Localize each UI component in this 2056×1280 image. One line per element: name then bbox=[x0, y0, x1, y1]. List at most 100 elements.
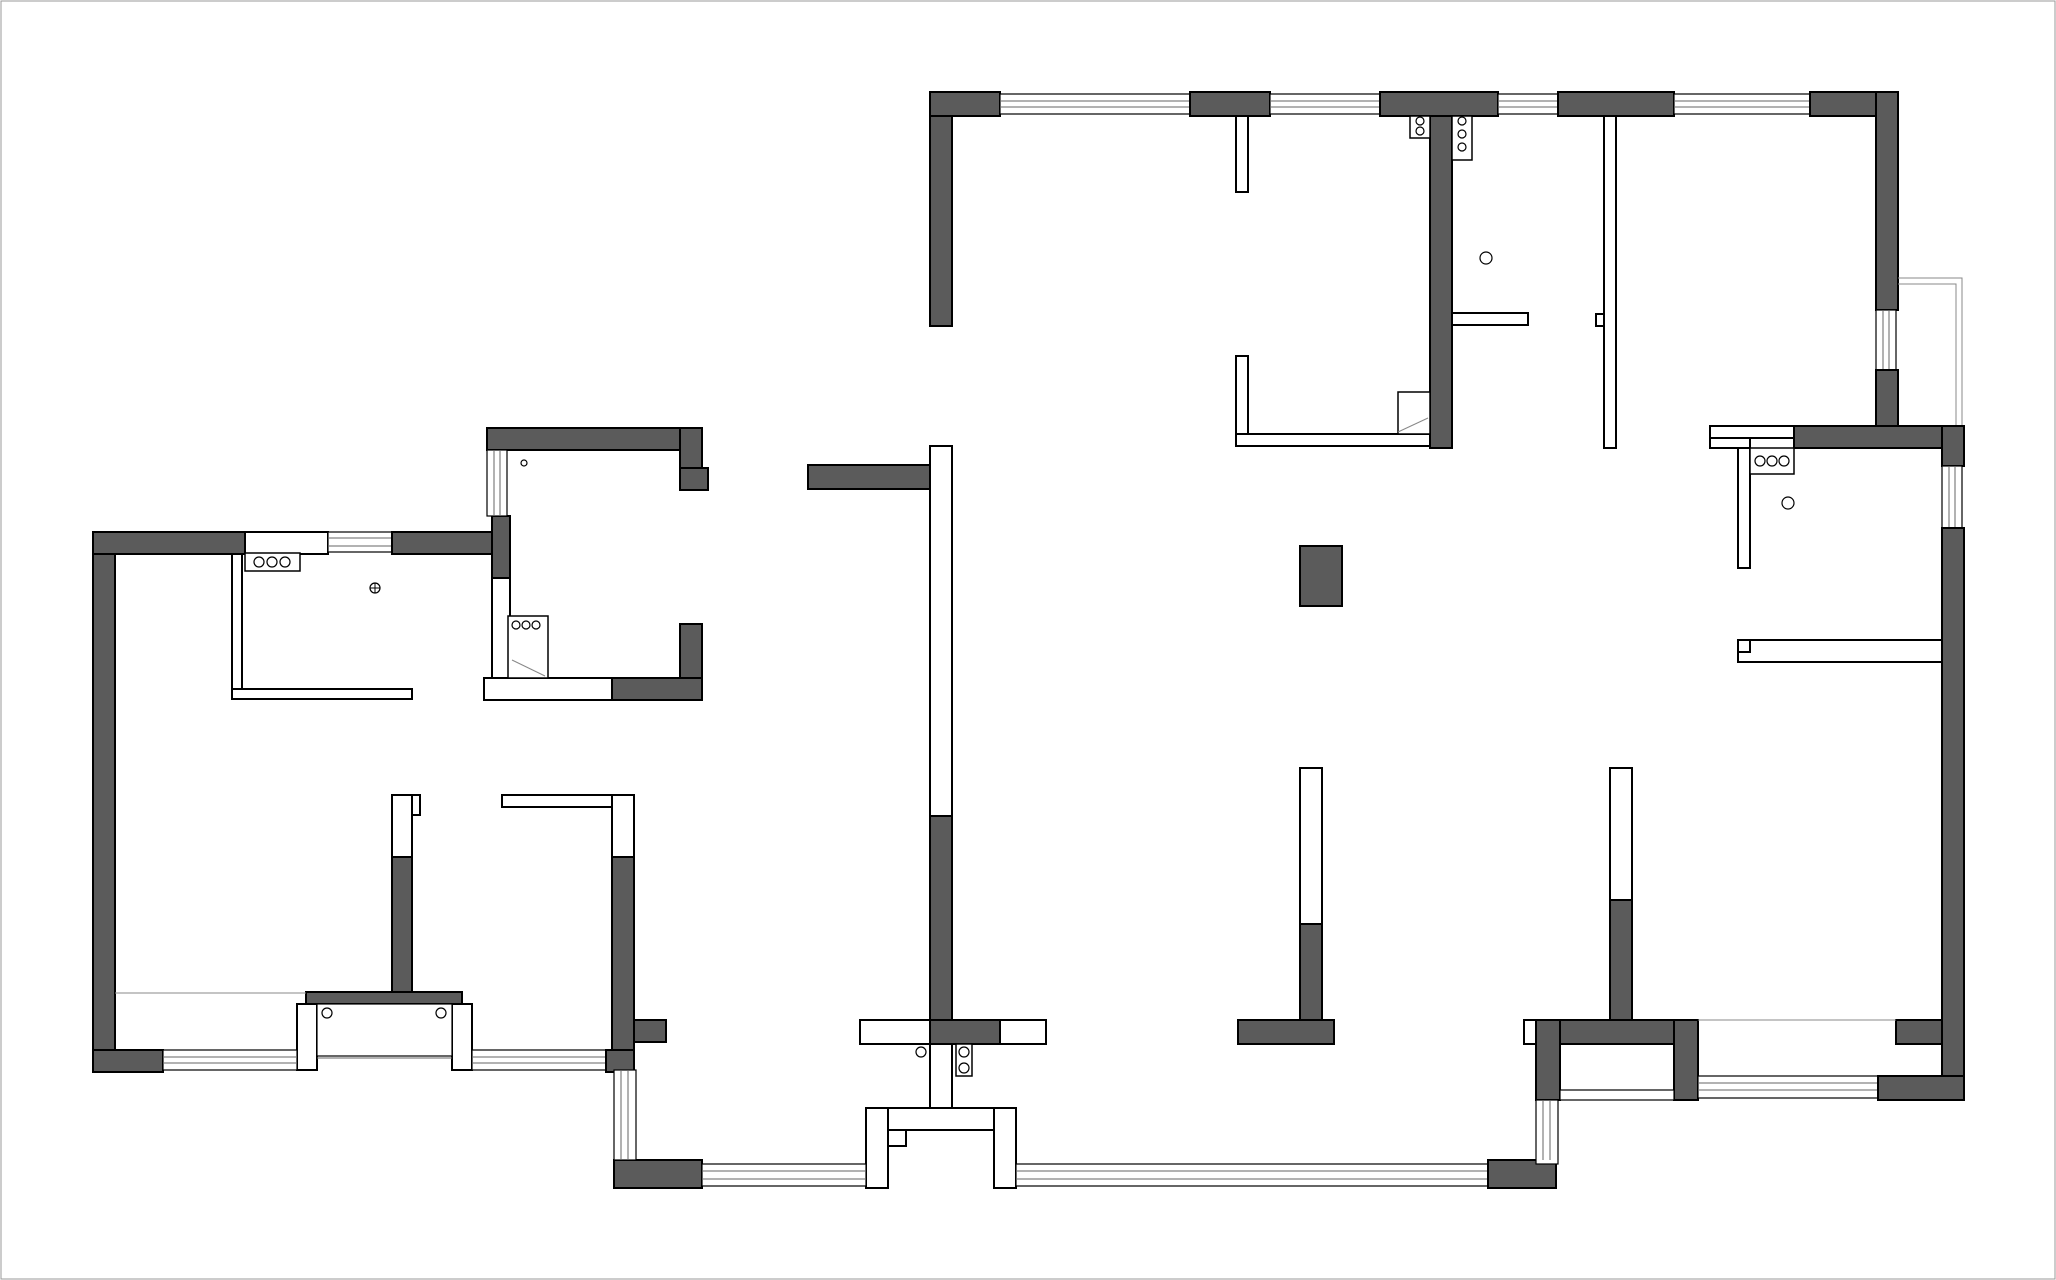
window-right-bay-side bbox=[1535, 1099, 1559, 1165]
window-upper-d bbox=[1673, 93, 1811, 115]
center-zone bbox=[613, 445, 1557, 1189]
wall-closet-left bbox=[1235, 355, 1249, 447]
wall-entry-nub-left bbox=[887, 1129, 907, 1147]
pipe-icon bbox=[279, 556, 291, 568]
window-right-side bbox=[1941, 465, 1963, 529]
window-right-bottom bbox=[1697, 1075, 1879, 1099]
window-bath-left bbox=[486, 449, 508, 517]
vent-icon bbox=[520, 459, 528, 467]
wall-right-bay-right bbox=[1673, 1019, 1699, 1101]
window-bottom-a bbox=[701, 1163, 867, 1187]
wall-upper-left bbox=[929, 91, 953, 327]
pipe-icon bbox=[1754, 455, 1766, 467]
drain-icon bbox=[1781, 496, 1795, 510]
shower-diag bbox=[1397, 417, 1429, 433]
window-bottom-b bbox=[1015, 1163, 1489, 1187]
pipe-icon bbox=[1766, 455, 1778, 467]
window-upper-a bbox=[999, 93, 1191, 115]
wall-kitchen-bottom bbox=[231, 688, 413, 700]
wall-upper-top-c bbox=[1379, 91, 1499, 117]
wall-left-notch bbox=[491, 515, 511, 579]
pipe-icon bbox=[253, 556, 265, 568]
pipe-icon bbox=[1415, 116, 1425, 126]
pipe-icon bbox=[915, 1046, 927, 1058]
wall-right-bath-left bbox=[1737, 447, 1751, 569]
wall-right-bath-top-outline bbox=[1709, 425, 1795, 439]
drain-icon bbox=[1479, 251, 1493, 265]
left-wing bbox=[92, 427, 709, 1073]
balcony-rail-inner bbox=[1898, 283, 1957, 426]
wall-bottom-right-block bbox=[1487, 1159, 1557, 1189]
pipe-icon bbox=[1778, 455, 1790, 467]
balcony-rail-outer bbox=[1898, 277, 1963, 426]
wall-center-bottom-left bbox=[859, 1019, 931, 1045]
wall-partition-small bbox=[1235, 115, 1249, 193]
wall-bay-top bbox=[305, 991, 463, 1005]
wall-left-top bbox=[92, 531, 246, 555]
wall-right-bottom-stub bbox=[1895, 1019, 1943, 1045]
window-frame-left-top bbox=[244, 531, 329, 555]
wall-divider-nub bbox=[1595, 313, 1605, 327]
pipe-icon bbox=[1457, 142, 1467, 152]
wall-right-room-nub bbox=[1737, 639, 1751, 653]
shower-tray bbox=[1397, 391, 1431, 435]
wall-entry-left bbox=[865, 1107, 889, 1189]
wall-upper-top-b bbox=[1189, 91, 1271, 117]
pipe-icon bbox=[435, 1007, 447, 1019]
pipe-icon bbox=[531, 620, 541, 630]
pipe-icon bbox=[958, 1046, 970, 1058]
pipe-icon bbox=[521, 620, 531, 630]
wall-bedroom-divider bbox=[1603, 115, 1617, 449]
wall-right-bath-lip bbox=[1709, 437, 1751, 449]
window-balcony-upper bbox=[1875, 309, 1897, 371]
wall-right-bay-left bbox=[1535, 1019, 1561, 1101]
wall-left-top-b bbox=[391, 531, 493, 555]
wall-center-col2-upper bbox=[1299, 767, 1323, 925]
wall-bath-right-stub bbox=[679, 467, 709, 491]
wall-upper-right bbox=[1875, 91, 1899, 311]
wall-right-bath-corner bbox=[1941, 425, 1965, 467]
wall-mid-l-right bbox=[611, 856, 635, 1051]
wall-mid-stub-b bbox=[391, 794, 413, 858]
wall-entry-right bbox=[993, 1107, 1017, 1189]
wall-left-outer bbox=[92, 531, 116, 1073]
window-left-lower-vert bbox=[613, 1069, 637, 1161]
wall-center-spine-upper bbox=[929, 445, 953, 817]
window-right-bay bbox=[1559, 1089, 1675, 1101]
wall-bay-left bbox=[296, 1003, 318, 1071]
wall-right-lower bbox=[1609, 899, 1633, 1021]
pipe-icon bbox=[1457, 129, 1467, 139]
wall-right-lower-upper bbox=[1609, 767, 1633, 901]
window-upper-c bbox=[1497, 93, 1559, 115]
wall-right-bath-top bbox=[1793, 425, 1965, 449]
wall-center-top-stub bbox=[807, 464, 931, 490]
wall-right-bay-top bbox=[1535, 1019, 1699, 1045]
structural-column bbox=[1299, 545, 1343, 607]
pipe-icon bbox=[266, 556, 278, 568]
wall-left-bottom-a bbox=[92, 1049, 164, 1073]
wall-center-bottom-mid bbox=[929, 1019, 1001, 1045]
wall-upper-top-d bbox=[1557, 91, 1675, 117]
wall-bay-right bbox=[451, 1003, 473, 1071]
pipe-icon bbox=[958, 1062, 970, 1074]
wall-upper-top-a bbox=[929, 91, 1001, 117]
wall-center-bottom-right bbox=[999, 1019, 1047, 1045]
wall-left-bottom-corner bbox=[605, 1049, 635, 1073]
window-upper-b bbox=[1269, 93, 1381, 115]
wall-bath-bottom bbox=[611, 677, 703, 701]
wall-bath-top bbox=[486, 427, 702, 451]
bay-window-box bbox=[316, 1003, 453, 1057]
pipe-icon bbox=[1415, 126, 1425, 136]
wall-right-bottom-corner bbox=[1877, 1075, 1965, 1101]
wall-mid-l-right-top bbox=[611, 794, 635, 858]
wall-entry-stem bbox=[929, 1043, 953, 1111]
wall-center-col2-base bbox=[1237, 1019, 1335, 1045]
wall-mid-vertical bbox=[391, 856, 413, 996]
wall-right-room-divider bbox=[1737, 639, 1943, 663]
wall-bottom-left-block bbox=[613, 1159, 703, 1189]
wall-balcony-stub bbox=[1875, 369, 1899, 427]
wall-kitchen-left bbox=[231, 553, 243, 700]
toilet-diag bbox=[511, 659, 546, 677]
